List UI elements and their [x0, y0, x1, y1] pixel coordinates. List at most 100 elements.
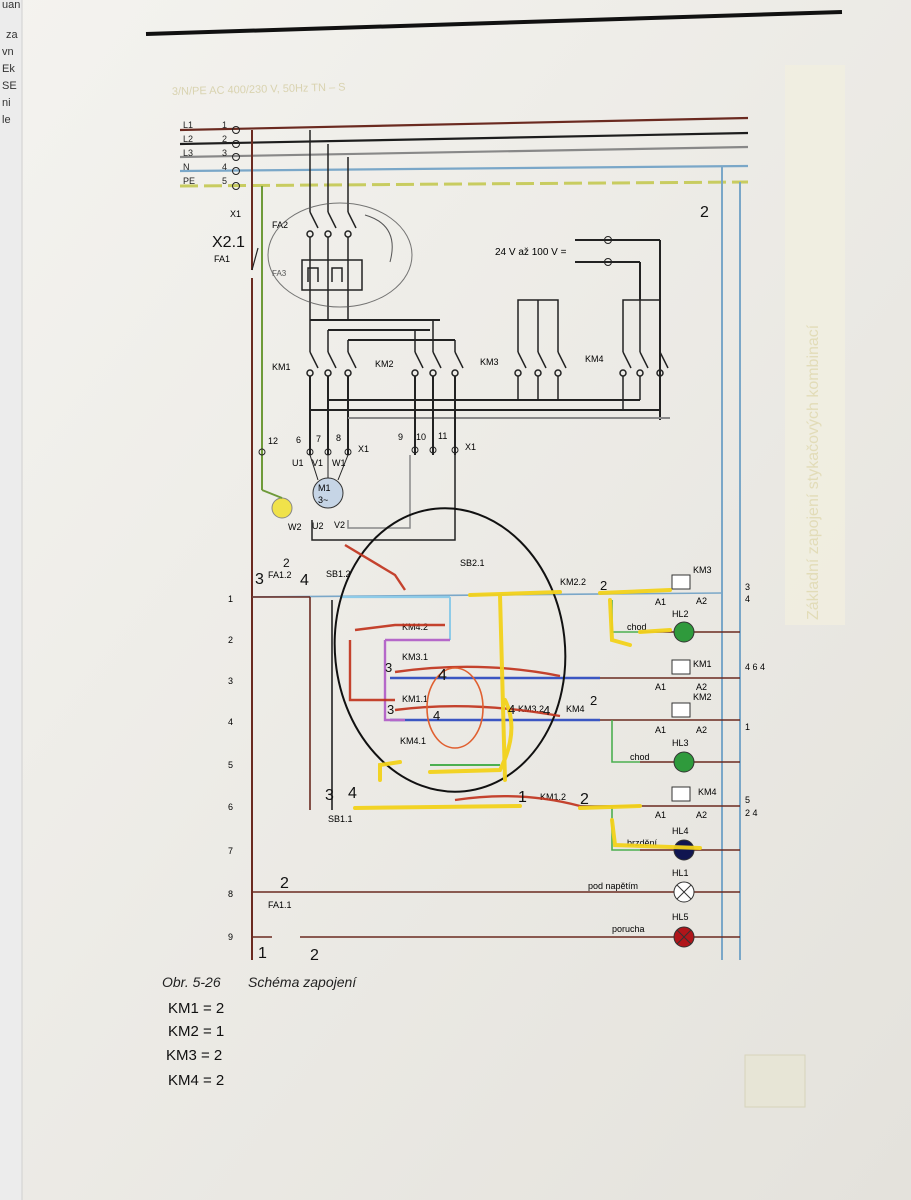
svg-text:12: 12 [268, 436, 278, 446]
svg-text:X1: X1 [465, 442, 476, 452]
svg-text:3: 3 [255, 571, 264, 588]
margin-text-fragments: uan za vn Ek SE ni le [2, 0, 20, 126]
svg-text:KM2: KM2 [693, 692, 712, 702]
fa1-label: FA1 [214, 254, 230, 264]
svg-text:FA1.2: FA1.2 [268, 570, 292, 580]
svg-text:V1: V1 [312, 458, 323, 468]
svg-text:Ek: Ek [2, 63, 15, 75]
svg-text:L2: L2 [183, 134, 193, 144]
svg-text:KM4: KM4 [585, 354, 604, 364]
svg-text:X2.1: X2.1 [212, 234, 245, 251]
svg-text:2 4: 2 4 [745, 808, 758, 818]
svg-text:3: 3 [222, 148, 227, 158]
bus-bars [179, 116, 749, 188]
svg-text:4: 4 [300, 572, 309, 589]
bus-labels: L1 L2 L3 N PE 1 2 3 4 5 [183, 120, 227, 186]
svg-text:brzdění: brzdění [627, 838, 658, 848]
svg-text:pod napětím: pod napětím [588, 881, 638, 891]
svg-text:ni: ni [2, 97, 11, 109]
row-numbers: 1 2 3 4 5 6 7 8 9 [228, 594, 233, 942]
svg-text:KM2 = 1: KM2 = 1 [168, 1023, 224, 1040]
svg-text:24 V až 100 V =: 24 V až 100 V = [495, 247, 567, 258]
svg-text:chod: chod [627, 622, 647, 632]
handdrawn-arrow [364, 214, 393, 263]
svg-text:4: 4 [433, 708, 440, 723]
svg-text:8: 8 [336, 433, 341, 443]
svg-text:W2: W2 [288, 522, 302, 532]
svg-text:4: 4 [543, 703, 550, 718]
svg-text:A2: A2 [696, 810, 707, 820]
side-band [785, 65, 845, 625]
svg-text:KM1.1: KM1.1 [402, 694, 428, 704]
svg-text:2: 2 [310, 947, 319, 964]
svg-text:2: 2 [222, 134, 227, 144]
svg-text:1: 1 [222, 120, 227, 130]
handdrawn-ellipse-fa2 [267, 202, 413, 308]
svg-text:KM1.2: KM1.2 [540, 792, 566, 802]
svg-text:A1: A1 [655, 725, 666, 735]
svg-text:Schéma zapojení: Schéma zapojení [248, 974, 358, 990]
coil-labels: KM3 KM1 KM2 KM4 A1 A2 A1 A2 A1 A2 A1 A2 [655, 565, 717, 820]
svg-text:KM4.2: KM4.2 [402, 622, 428, 632]
svg-text:2: 2 [228, 635, 233, 645]
fa2-breaker [301, 130, 363, 320]
contactors-power [306, 299, 670, 455]
lamps [673, 621, 695, 948]
svg-text:3: 3 [325, 787, 334, 804]
svg-text:2: 2 [600, 578, 607, 593]
svg-text:Obr. 5-26: Obr. 5-26 [162, 974, 221, 990]
svg-text:X1: X1 [358, 444, 369, 454]
svg-text:6: 6 [228, 802, 233, 812]
svg-text:A2: A2 [696, 596, 707, 606]
svg-text:2: 2 [280, 875, 289, 892]
svg-text:10: 10 [416, 432, 426, 442]
svg-text:4: 4 [438, 667, 447, 684]
lamp-labels: HL2 HL3 HL4 HL1 HL5 chod chod brzdění po… [588, 609, 689, 934]
svg-text:le: le [2, 114, 11, 126]
svg-text:KM4: KM4 [566, 704, 585, 714]
caption: Obr. 5-26 Schéma zapojení [162, 974, 358, 990]
svg-text:3~: 3~ [318, 495, 328, 505]
svg-text:HL2: HL2 [672, 609, 689, 619]
svg-text:A1: A1 [655, 597, 666, 607]
svg-text:PE: PE [183, 176, 195, 186]
svg-text:HL1: HL1 [672, 868, 689, 878]
svg-text:KM3.2: KM3.2 [518, 704, 544, 714]
svg-text:4: 4 [222, 162, 227, 172]
svg-text:HL4: HL4 [672, 826, 689, 836]
svg-text:4: 4 [348, 785, 357, 802]
svg-text:chod: chod [630, 752, 650, 762]
svg-text:KM3: KM3 [693, 565, 712, 575]
svg-text:5: 5 [228, 760, 233, 770]
red-marker [344, 543, 581, 808]
x1-label: X1 [230, 209, 241, 219]
svg-text:7: 7 [316, 434, 321, 444]
svg-text:2: 2 [700, 204, 709, 221]
svg-text:1: 1 [518, 789, 527, 806]
svg-text:KM1: KM1 [272, 362, 291, 372]
svg-text:KM1 = 2: KM1 = 2 [168, 1000, 224, 1017]
svg-text:KM4 = 2: KM4 = 2 [168, 1072, 224, 1089]
svg-text:FA1.1: FA1.1 [268, 900, 292, 910]
svg-text:U1: U1 [292, 458, 304, 468]
svg-text:4 6 4: 4 6 4 [745, 662, 765, 672]
handdrawn-black-circle [333, 507, 567, 793]
svg-text:4: 4 [508, 702, 515, 717]
svg-text:8: 8 [228, 889, 233, 899]
handwritten-notes: KM1 = 2 KM2 = 1 KM3 = 2 KM4 = 2 [166, 1000, 224, 1089]
svg-text:4: 4 [228, 717, 233, 727]
svg-text:za: za [6, 29, 19, 41]
svg-text:SB2.1: SB2.1 [460, 558, 485, 568]
svg-text:5: 5 [222, 176, 227, 186]
svg-text:11: 11 [438, 431, 447, 441]
coils [671, 574, 691, 802]
header-faded: 3/N/PE AC 400/230 V, 50Hz TN – S [172, 81, 346, 98]
svg-text:N: N [183, 162, 190, 172]
fa2-label: FA2 [272, 220, 288, 230]
svg-text:KM4: KM4 [698, 787, 717, 797]
svg-text:1: 1 [228, 594, 233, 604]
svg-text:7: 7 [228, 846, 233, 856]
motor-m1: M1 3~ W2 U2 V2 [261, 454, 456, 541]
svg-text:KM2.2: KM2.2 [560, 577, 586, 587]
